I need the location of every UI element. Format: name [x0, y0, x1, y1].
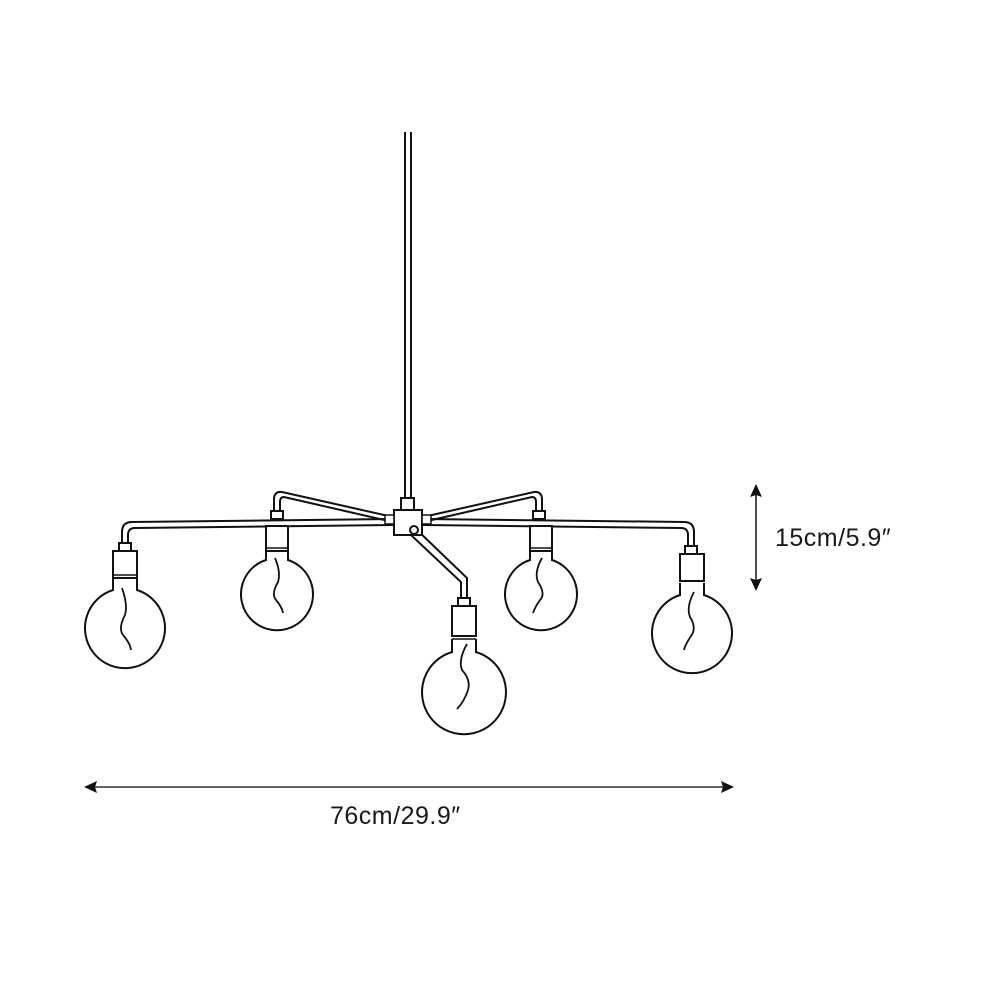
bulb-left-outer	[84, 550, 166, 670]
left-long-arm	[118, 518, 394, 552]
height-dimension-arrow	[750, 484, 762, 591]
bulb-left-inner	[240, 525, 314, 632]
bulb-right-inner	[504, 525, 578, 632]
left-rear-arm	[270, 490, 394, 523]
stem	[404, 132, 412, 498]
bulb-center	[421, 605, 507, 736]
bulb-right-outer	[651, 553, 733, 675]
right-long-arm	[422, 518, 698, 555]
height-dimension-label: 15cm/5.9″	[775, 524, 892, 552]
hub	[384, 497, 432, 536]
right-rear-arm	[422, 490, 546, 523]
width-dimension-label: 76cm/29.9″	[330, 802, 461, 830]
front-arm	[410, 529, 471, 607]
width-dimension-arrow	[84, 781, 734, 793]
